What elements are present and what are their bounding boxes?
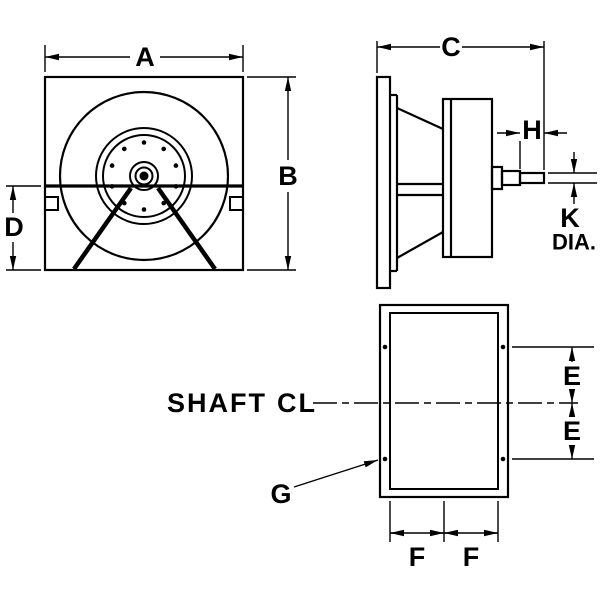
right-mount-clip: [229, 196, 244, 211]
dim-label-h: H: [522, 115, 542, 145]
leader-line: [293, 459, 379, 488]
dim-label-e-lower: E: [563, 416, 581, 446]
hub-outer-circle: [129, 161, 159, 191]
scroll-bottom-slant: [396, 231, 444, 259]
mounting-holes: [382, 344, 506, 462]
front-housing-outline: [43, 75, 245, 272]
callout-g: G: [270, 459, 379, 509]
dim-label-a: A: [135, 42, 155, 72]
shaft-end: [518, 171, 546, 185]
bearing-block: [490, 165, 504, 191]
base-frame-outline: [378, 303, 510, 499]
dimension-c: C: [376, 32, 545, 170]
dimension-f: F F: [389, 501, 499, 572]
scroll-top-slant: [396, 106, 444, 131]
dim-label-k: K: [560, 203, 580, 233]
motor-brace-right: [156, 186, 217, 271]
wheel-inlet-inner-circle: [102, 134, 186, 218]
blower-scroll-circle: [58, 90, 230, 262]
dimension-e-upper: E: [512, 346, 594, 403]
left-mount-clip: [44, 196, 59, 211]
motor-brace-left: [72, 186, 133, 271]
wheel-inlet-circle: [95, 127, 193, 225]
shaft-end-dot: [139, 171, 149, 181]
bottom-view: [378, 303, 510, 499]
front-view: [43, 75, 245, 272]
dimension-h: H: [497, 115, 567, 169]
dim-label-e-upper: E: [563, 361, 581, 391]
shaft-cl-prefix-label: SHAFT: [167, 388, 267, 418]
dim-label-f-left: F: [409, 542, 426, 572]
dim-label-g: G: [270, 479, 291, 509]
dimension-d: D: [4, 185, 41, 271]
dimension-b: B: [247, 76, 298, 271]
dia-suffix-label: DIA.: [552, 230, 596, 255]
shaft-step: [500, 169, 522, 187]
shaft-cl-symbol-label: CL: [277, 388, 317, 418]
shaft-centerline: SHAFT CL: [167, 388, 578, 418]
dim-label-f-right: F: [463, 542, 480, 572]
dimension-k-dia: K DIA.: [548, 152, 597, 255]
side-view: [375, 75, 546, 290]
dimension-a: A: [44, 42, 244, 72]
back-panel: [375, 75, 392, 290]
dimension-e-lower: E: [512, 403, 594, 460]
dim-label-b: B: [278, 161, 298, 191]
dim-label-d: D: [4, 212, 24, 242]
dim-label-c: C: [441, 32, 461, 62]
base-frame-inner: [389, 312, 499, 490]
